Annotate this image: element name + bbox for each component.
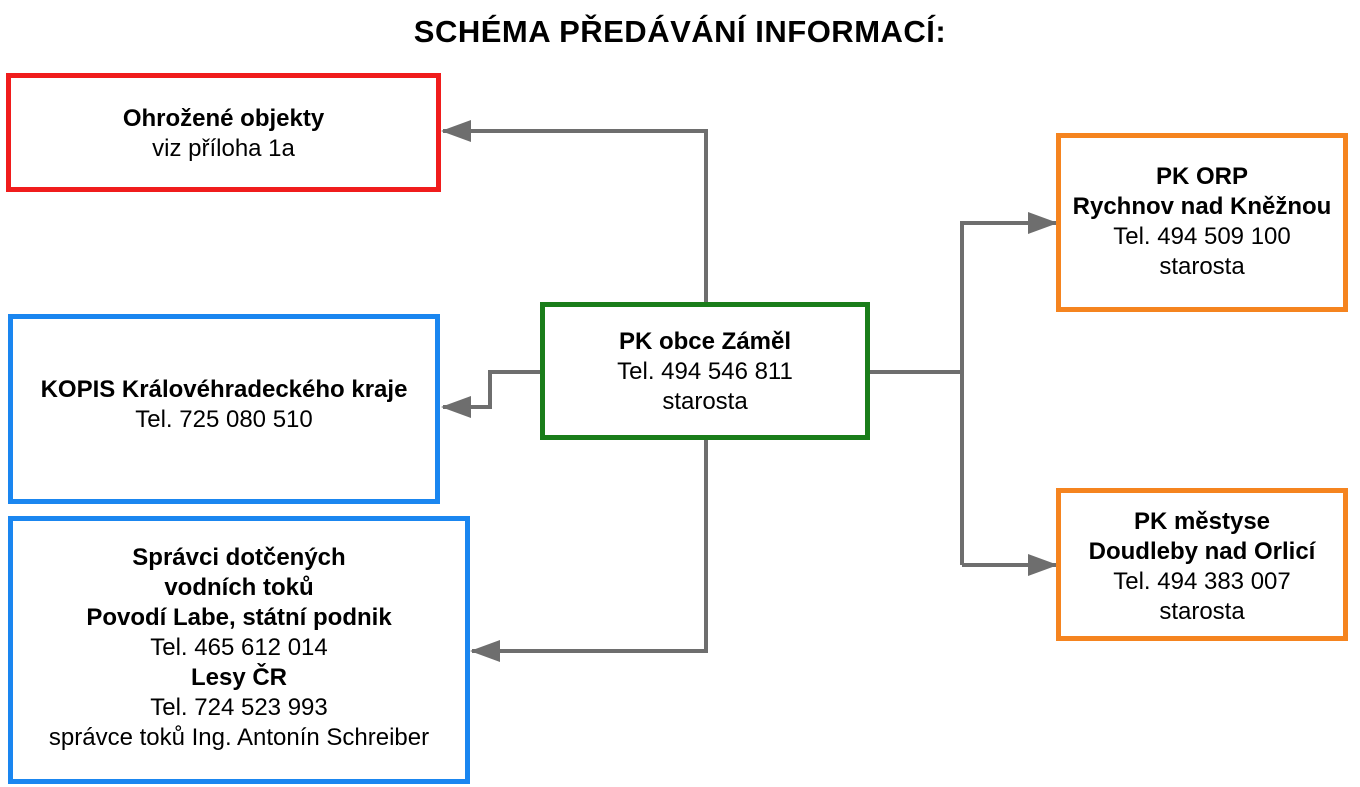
kopis-name: KOPIS Královéhradeckého kraje <box>40 376 408 403</box>
doudleby-tel: Tel. 494 383 007 <box>1113 568 1291 595</box>
center-role: starosta <box>662 388 748 415</box>
doudleby-name-2: Doudleby nad Orlicí <box>1088 538 1316 565</box>
doudleby-box: PK městyse Doudleby nad Orlicí Tel. 494 … <box>1056 488 1348 641</box>
orp-tel: Tel. 494 509 100 <box>1113 223 1291 250</box>
water-managers-box: Správci dotčených vodních toků Povodí La… <box>8 516 470 784</box>
center-tel: Tel. 494 546 811 <box>617 358 793 385</box>
threatened-objects-note: viz příloha 1a <box>152 135 295 162</box>
water-managers-heading-2: vodních toků <box>164 574 314 601</box>
doudleby-name-1: PK městyse <box>1133 508 1271 535</box>
kopis-box: KOPIS Královéhradeckého kraje Tel. 725 0… <box>8 314 440 504</box>
lesy-cr-name: Lesy ČR <box>190 664 288 691</box>
orp-name-2: Rychnov nad Kněžnou <box>1072 193 1332 220</box>
center-name: PK obce Záměl <box>618 328 792 355</box>
connector-to-managers <box>470 440 708 662</box>
povodi-labe-tel: Tel. 465 612 014 <box>150 634 328 661</box>
orp-name-1: PK ORP <box>1155 163 1248 190</box>
connector-to-kopis <box>441 370 540 418</box>
connector-to-orp <box>960 212 1058 565</box>
orp-role: starosta <box>1159 253 1245 280</box>
povodi-labe-name: Povodí Labe, státní podnik <box>86 604 392 631</box>
water-managers-heading-1: Správci dotčených <box>132 544 346 571</box>
water-manager-contact: správce toků Ing. Antonín Schreiber <box>48 724 430 751</box>
threatened-objects-name: Ohrožené objekty <box>122 105 325 132</box>
diagram-title: SCHÉMA PŘEDÁVÁNÍ INFORMACÍ: <box>413 14 947 49</box>
threatened-objects-box: Ohrožené objekty viz příloha 1a <box>6 73 441 192</box>
doudleby-role: starosta <box>1159 598 1245 625</box>
lesy-cr-tel: Tel. 724 523 993 <box>150 694 328 721</box>
center-municipality-box: PK obce Záměl Tel. 494 546 811 starosta <box>540 302 870 440</box>
orp-box: PK ORP Rychnov nad Kněžnou Tel. 494 509 … <box>1056 133 1348 312</box>
connector-to-threatened <box>441 120 708 302</box>
kopis-tel: Tel. 725 080 510 <box>135 406 313 433</box>
